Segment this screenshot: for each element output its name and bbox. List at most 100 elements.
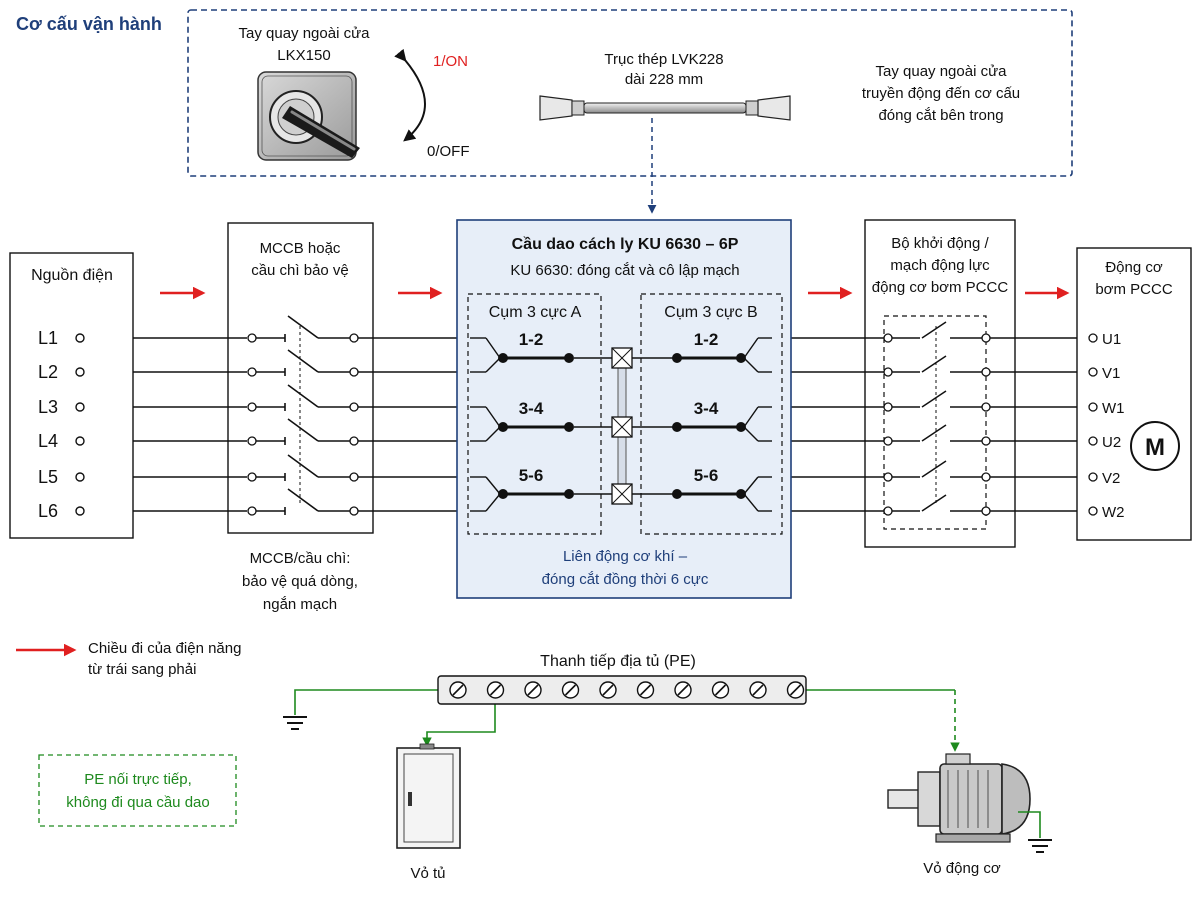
starter-contact-frame bbox=[883, 315, 987, 530]
cabinet-label: Vỏ tủ bbox=[410, 865, 445, 882]
iso-fan-out bbox=[743, 357, 759, 373]
mccb-blade bbox=[287, 418, 319, 442]
motor-terminal bbox=[1088, 506, 1098, 516]
interlock-line2: đóng cắt đồng thời 6 cực bbox=[542, 571, 709, 588]
pole-label-a: 5-6 bbox=[519, 466, 544, 485]
interlock-box-cross bbox=[611, 347, 633, 369]
mccb-terminal-in bbox=[247, 436, 257, 446]
mccb-box bbox=[227, 222, 374, 534]
starter-blade bbox=[921, 321, 947, 339]
legend: Chiều đi của điện năng từ trái sang phải bbox=[16, 640, 241, 678]
starter-title-line3: động cơ bơm PCCC bbox=[872, 279, 1009, 296]
contact-b-point bbox=[736, 489, 746, 499]
mccb-block: MCCB hoặc cầu chì bảo vệ MCCB/cầu chì: b… bbox=[227, 222, 374, 613]
group-a-frame bbox=[467, 293, 602, 535]
interlock-line1: Liên động cơ khí – bbox=[563, 548, 688, 565]
mccb-terminal-in bbox=[247, 367, 257, 377]
shaft-label-line1: Trục thép LVK228 bbox=[604, 51, 723, 68]
group-b-label: Cụm 3 cực B bbox=[664, 304, 757, 321]
busbar-screw-slot bbox=[677, 684, 689, 696]
contact-b-point bbox=[736, 353, 746, 363]
mccb-terminal-in bbox=[247, 506, 257, 516]
source-terminal bbox=[75, 436, 85, 446]
motor-terminal-label: W1 bbox=[1102, 400, 1125, 417]
busbar-to-ground-wire bbox=[294, 689, 438, 715]
starter-terminal-out bbox=[981, 367, 991, 377]
iso-fan-out bbox=[743, 337, 759, 359]
iso-fan-out bbox=[743, 406, 759, 428]
starter-blade bbox=[921, 390, 947, 408]
motor-terminal bbox=[1088, 472, 1098, 482]
ground-symbol-motor-icon bbox=[1028, 839, 1052, 853]
contact-a-point bbox=[498, 422, 508, 432]
ground-symbol-left-icon bbox=[283, 716, 307, 730]
mechanism-note-line3: đóng cắt bên trong bbox=[878, 107, 1003, 124]
rotation-arrow-icon bbox=[394, 48, 426, 142]
iso-fan-in bbox=[485, 357, 501, 373]
mechanism-title: Cơ cấu vận hành bbox=[16, 14, 162, 34]
starter-terminal-in bbox=[883, 472, 893, 482]
handle-label-line1: Tay quay ngoài cửa bbox=[239, 25, 371, 42]
motor-terminal-label: V2 bbox=[1102, 470, 1120, 487]
busbar-screw-slot bbox=[639, 684, 652, 696]
motor-title-line1: Động cơ bbox=[1105, 259, 1163, 276]
mccb-terminal-out bbox=[349, 436, 359, 446]
mccb-caption-line3: ngắn mạch bbox=[263, 596, 337, 613]
source-terminal bbox=[75, 367, 85, 377]
busbar-screw-slot bbox=[452, 684, 464, 696]
starter-terminal-in bbox=[883, 367, 893, 377]
mechanism-note-line1: Tay quay ngoài cửa bbox=[876, 63, 1008, 80]
shaft-label-line2: dài 228 mm bbox=[625, 71, 703, 88]
motor-terminal-label: V1 bbox=[1102, 365, 1120, 382]
pole-label-a: 1-2 bbox=[519, 330, 544, 349]
handle-label-line2: LKX150 bbox=[277, 47, 330, 64]
interlock-box-cross bbox=[611, 483, 633, 505]
busbar-to-cabinet-wire bbox=[422, 700, 496, 747]
starter-title-line1: Bộ khởi động / bbox=[891, 235, 989, 252]
source-box bbox=[9, 252, 134, 539]
busbar-screw-slot bbox=[789, 684, 802, 696]
source-terminal bbox=[75, 402, 85, 412]
mccb-caption-line1: MCCB/cầu chì: bbox=[250, 550, 351, 567]
motor-terminal-label: U1 bbox=[1102, 331, 1121, 348]
steel-shaft-icon bbox=[539, 95, 791, 121]
starter-box bbox=[864, 219, 1016, 548]
pole-label-b: 5-6 bbox=[694, 466, 719, 485]
pe-note-line1: PE nối trực tiếp, bbox=[84, 771, 192, 788]
contact-a-point bbox=[564, 353, 574, 363]
legend-text-line2: từ trái sang phải bbox=[88, 661, 196, 678]
motor-symbol-label: M bbox=[1145, 434, 1165, 461]
contact-a-point bbox=[564, 422, 574, 432]
busbar-screw-slot bbox=[602, 684, 614, 696]
starter-title-line2: mạch động lực bbox=[890, 257, 990, 274]
starter-switches bbox=[883, 321, 991, 516]
operating-mechanism-section: Cơ cấu vận hành Tay quay ngoài cửa LKX15… bbox=[16, 9, 1073, 214]
busbar-screw-slot bbox=[489, 684, 502, 696]
mccb-terminal-out bbox=[349, 506, 359, 516]
mccb-terminal-in bbox=[247, 472, 257, 482]
starter-blade bbox=[921, 460, 947, 478]
busbar-screw-slot bbox=[564, 684, 577, 696]
starter-terminal-in bbox=[883, 506, 893, 516]
mccb-blade bbox=[287, 315, 319, 339]
source-terminal bbox=[75, 333, 85, 343]
contact-a-point bbox=[498, 353, 508, 363]
isolator-title: Cầu dao cách ly KU 6630 – 6P bbox=[512, 236, 739, 253]
mechanism-frame bbox=[187, 9, 1073, 177]
group-b-frame bbox=[640, 293, 783, 535]
motor-frame-label: Vỏ động cơ bbox=[923, 860, 1001, 877]
iso-fan-out bbox=[743, 476, 759, 495]
isolator-block: Cầu dao cách ly KU 6630 – 6P KU 6630: đó… bbox=[456, 219, 792, 599]
starter-terminal-in bbox=[883, 333, 893, 343]
source-line-label: L1 bbox=[38, 328, 58, 348]
source-line-label: L4 bbox=[38, 431, 58, 451]
mccb-terminal-in bbox=[247, 402, 257, 412]
source-line-label: L5 bbox=[38, 467, 58, 487]
starter-terminal-out bbox=[981, 402, 991, 412]
interlock-box-cross bbox=[611, 416, 633, 438]
motor-terminal bbox=[1088, 436, 1098, 446]
